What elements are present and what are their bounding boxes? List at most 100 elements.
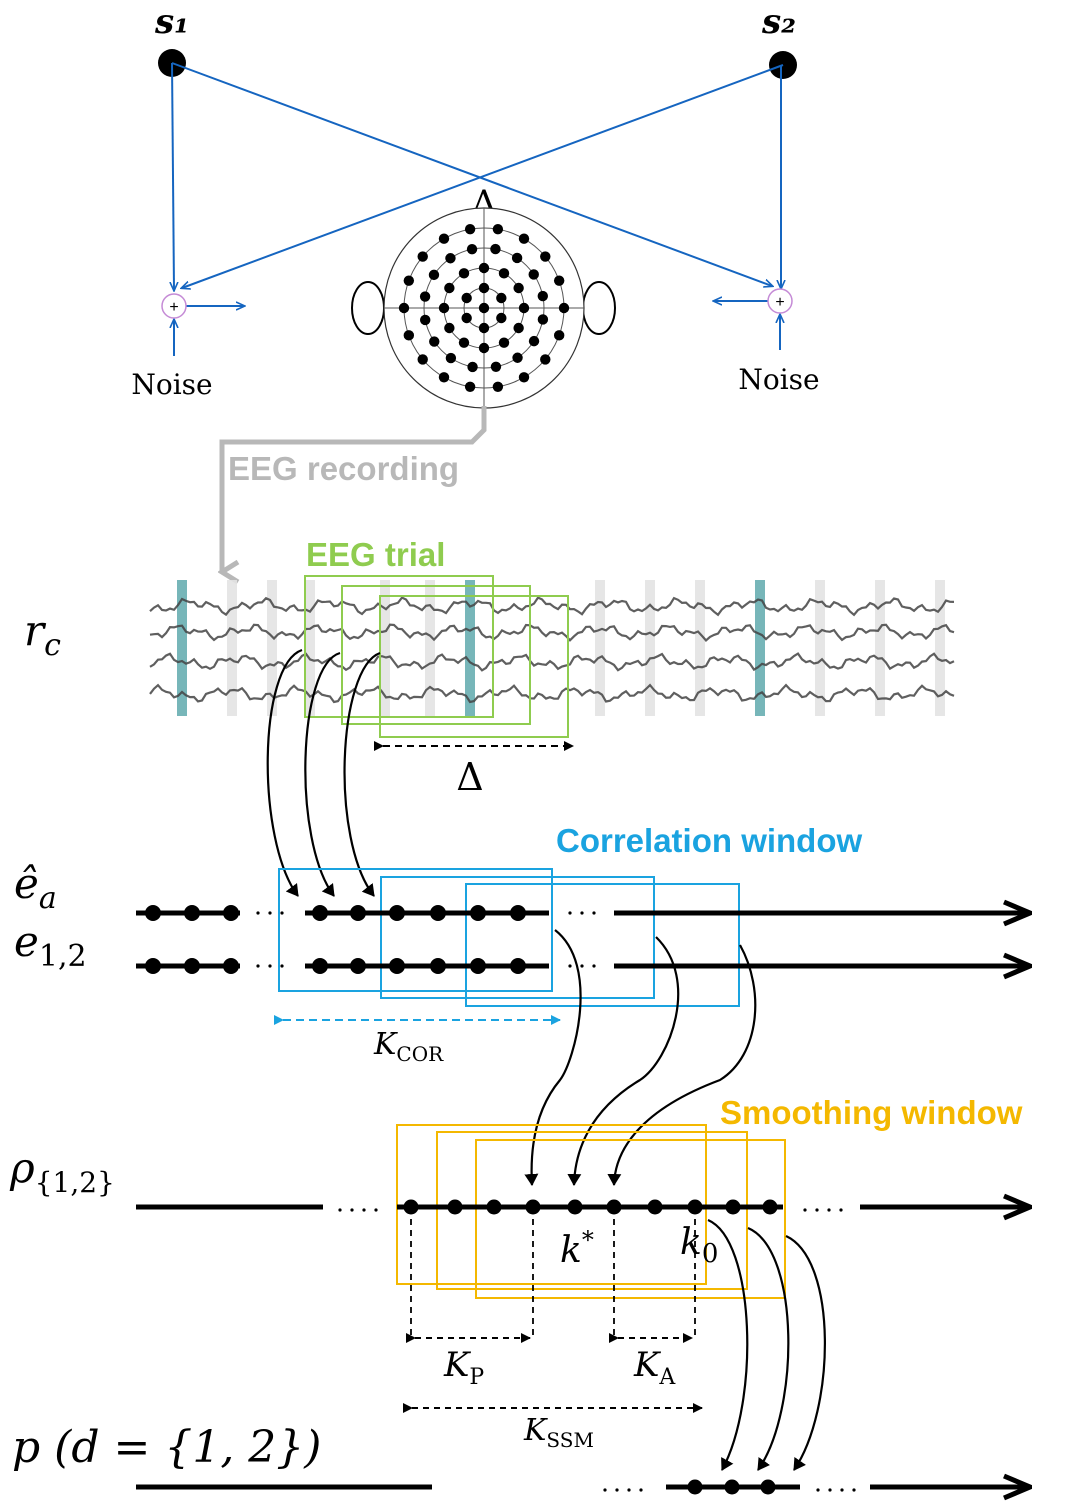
electrode [478, 282, 490, 294]
electrode [518, 372, 530, 383]
eeg-trace [149, 596, 955, 617]
eeg-recording-label: EEG recording [228, 450, 459, 487]
electrode [492, 381, 504, 392]
electrode [528, 335, 540, 347]
row-label-r: rc [24, 606, 61, 663]
electrode [558, 302, 570, 314]
gap-dot [828, 1488, 832, 1492]
kstar-label: k* [560, 1226, 594, 1271]
smoothing-to-output-arrows [707, 1218, 826, 1471]
sample-dot [606, 1199, 622, 1215]
envelope-row-ea [136, 905, 1030, 921]
row-label-e12: e1,2 [14, 917, 87, 974]
sample-dot [145, 905, 161, 921]
signal-marker-bar [595, 580, 605, 716]
gap-dot [374, 1208, 378, 1212]
sample-dot [223, 905, 239, 921]
gap-dot [592, 964, 596, 968]
electrode [466, 244, 478, 255]
adder-left: + [161, 293, 187, 319]
output-row-p [136, 1480, 1030, 1495]
sample-dot [350, 958, 366, 974]
sample-dot [725, 1199, 741, 1215]
electrode [512, 352, 523, 363]
electrode [438, 372, 450, 383]
svg-text:+: + [775, 294, 784, 311]
sample-dot [470, 905, 486, 921]
electrode [537, 290, 548, 302]
electrode [417, 354, 428, 365]
electrode [458, 337, 470, 348]
k0-label: k0 [680, 1222, 718, 1269]
signal-marker-bar [695, 580, 705, 716]
signal-marker-bar [935, 580, 945, 716]
trial-shift-label: Δ [456, 755, 483, 799]
electrode [467, 361, 478, 373]
electrode [461, 292, 472, 304]
svg-text:+: + [169, 299, 178, 316]
electrode [420, 314, 431, 326]
sample-dot [470, 958, 486, 974]
signal-marker-bar [177, 580, 187, 716]
electrode [490, 361, 502, 372]
signal-marker-bar [380, 580, 390, 716]
gap-dot [615, 1488, 619, 1492]
sample-dot [687, 1199, 703, 1215]
electrode [444, 282, 455, 294]
smoothing-window-label: Smoothing window [720, 1094, 1023, 1131]
gap-dot [580, 911, 584, 915]
sample-dot [145, 958, 161, 974]
electrode [496, 312, 507, 324]
signal-marker-bar [267, 580, 277, 716]
eeg-trace [149, 683, 955, 704]
gap-dot [256, 911, 260, 915]
electrode [528, 269, 539, 280]
signal-marker-bar [465, 580, 475, 716]
gap-dot [338, 1208, 342, 1212]
electrode [458, 268, 470, 279]
electrode [553, 330, 565, 341]
gap-dot [280, 911, 284, 915]
row-label-rho: ρ{1,2} [9, 1143, 115, 1199]
sample-dot [510, 958, 526, 974]
sample-dot [223, 958, 239, 974]
electrode [429, 336, 440, 347]
electrode [537, 314, 549, 325]
sample-dot [647, 1199, 663, 1215]
kcor-label: KCOR [373, 1027, 444, 1066]
correlation-row-rho [136, 1200, 1030, 1215]
sample-dot [312, 905, 328, 921]
electrode [496, 292, 507, 304]
electrode [464, 224, 476, 235]
electrode [438, 233, 450, 244]
noise-left-label: Noise [131, 368, 212, 401]
electrode [540, 354, 551, 365]
adder-right: + [767, 288, 793, 314]
sample-dot [184, 958, 200, 974]
electrode [445, 352, 457, 364]
gap-dot [839, 1208, 843, 1212]
electrode [444, 322, 455, 334]
sample-dot [389, 958, 405, 974]
sample-dot [389, 905, 405, 921]
eeg-trace [149, 652, 955, 672]
gap-dot [268, 911, 272, 915]
eeg-head [351, 207, 616, 409]
speaker-left-label: s₁ [154, 2, 189, 42]
sample-dot [510, 905, 526, 921]
gap-dot [362, 1208, 366, 1212]
signal-marker-bar [305, 580, 315, 716]
mixing-lines [172, 62, 783, 356]
eeg-signal-strip [149, 580, 956, 716]
electrode [513, 282, 524, 294]
row-label-ea: êa [14, 859, 57, 916]
gap-dot [852, 1488, 856, 1492]
gap-dot [268, 964, 272, 968]
ka-label: KA [633, 1345, 676, 1390]
electrode [553, 275, 565, 286]
correlation-window-label: Correlation window [556, 822, 863, 859]
gap-dot [639, 1488, 643, 1492]
sample-dot [403, 1199, 419, 1215]
electrode [403, 330, 415, 341]
noise-right-label: Noise [738, 363, 819, 396]
